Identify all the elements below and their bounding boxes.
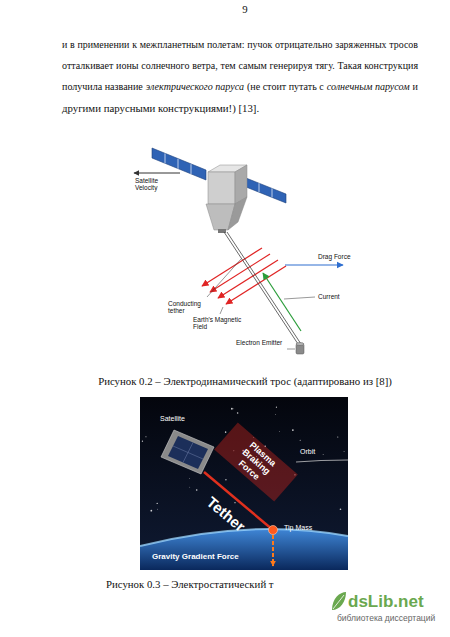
body-text-line: и в применении к межпланетным полетам: п… bbox=[62, 39, 418, 50]
current-arrow bbox=[263, 273, 301, 331]
watermark-ground bbox=[322, 588, 450, 637]
magnetic-field-arrow bbox=[202, 248, 262, 286]
star bbox=[340, 508, 342, 510]
leader-line bbox=[207, 259, 241, 297]
cubesat bbox=[161, 430, 214, 474]
star bbox=[225, 479, 226, 480]
earth bbox=[140, 529, 348, 570]
magnetic-field-arrow bbox=[210, 254, 270, 292]
cubesat-solar-cells bbox=[168, 436, 208, 469]
figure-label: Orbit bbox=[300, 448, 315, 456]
star bbox=[231, 408, 233, 410]
cell-grid bbox=[173, 446, 203, 459]
body-text-segment: и bbox=[413, 81, 418, 93]
figure-label: Satellite Velocity bbox=[135, 177, 171, 192]
star bbox=[157, 503, 158, 504]
star bbox=[292, 429, 294, 431]
solar-panel bbox=[152, 148, 206, 180]
body-text-line: отталкивает ионы солнечного ветра, тем с… bbox=[62, 60, 418, 72]
star bbox=[189, 486, 191, 488]
leader-line bbox=[220, 307, 223, 314]
tether-line bbox=[227, 232, 301, 344]
watermark-logo bbox=[333, 595, 344, 609]
star bbox=[189, 478, 191, 480]
tip-mass bbox=[269, 526, 278, 535]
body-text-italic: электрического паруса bbox=[146, 81, 244, 93]
tether-line bbox=[224, 232, 298, 344]
drag-force-arrow bbox=[285, 264, 343, 265]
magnetic-field-arrow bbox=[226, 266, 286, 304]
satellite-nozzle bbox=[218, 229, 226, 233]
star bbox=[196, 489, 198, 491]
figure-label: Gravity Gradient Force bbox=[152, 552, 239, 561]
figure-caption: Рисунок 0.3 – Электростатический т bbox=[106, 578, 274, 590]
figure-label: Satellite bbox=[160, 415, 185, 423]
stars bbox=[142, 407, 345, 512]
figure-caption: Рисунок 0.2 – Электродинамический трос (… bbox=[98, 375, 392, 387]
leader-line bbox=[287, 349, 295, 350]
star bbox=[276, 407, 277, 408]
star bbox=[300, 440, 301, 441]
watermark bbox=[322, 588, 450, 637]
body-text-segment: (не стоит путать с bbox=[247, 81, 324, 93]
watermark-logo bbox=[332, 592, 346, 610]
solar-panel bbox=[246, 178, 286, 203]
velocity-arrow bbox=[134, 173, 180, 174]
figure-label: Earth's Magnetic Field bbox=[193, 316, 249, 331]
star bbox=[142, 441, 143, 442]
star bbox=[237, 412, 239, 414]
magnetic-field-arrow bbox=[218, 260, 278, 298]
star bbox=[279, 431, 281, 433]
star bbox=[343, 451, 345, 453]
star bbox=[275, 413, 277, 415]
figure-label: Electron Emitter bbox=[236, 339, 282, 346]
panel-gap bbox=[178, 159, 179, 169]
body-text-segment: получила название bbox=[62, 81, 143, 93]
electrostatic-tether-figure bbox=[140, 397, 348, 570]
satellite-hopper bbox=[228, 197, 247, 230]
panel-gap bbox=[259, 183, 260, 192]
electrodynamic-tether-figure bbox=[134, 148, 343, 354]
panel-gap bbox=[272, 188, 273, 197]
star bbox=[233, 408, 235, 410]
panel-gap bbox=[165, 153, 166, 163]
gravity-gradient-arrow bbox=[272, 535, 274, 566]
atmosphere-glow bbox=[140, 529, 348, 546]
body-text-line: другими парусными конструкциями!) [13]. bbox=[62, 102, 259, 114]
panel-gap bbox=[191, 164, 192, 174]
orbit-line bbox=[296, 460, 348, 462]
figure-label: Conducting tether bbox=[168, 300, 208, 315]
star bbox=[234, 502, 235, 503]
page-number: 9 bbox=[242, 3, 247, 15]
star bbox=[225, 431, 227, 433]
star bbox=[145, 436, 146, 437]
satellite-body bbox=[208, 172, 235, 204]
star bbox=[322, 454, 324, 456]
star bbox=[337, 436, 338, 437]
star bbox=[156, 508, 158, 510]
figure-label: Tip Mass bbox=[284, 524, 312, 532]
electron-emitter bbox=[296, 343, 304, 346]
watermark-text: dsLib.net bbox=[348, 592, 424, 612]
star bbox=[150, 510, 152, 512]
watermark-text: библиотека диссертаций bbox=[337, 614, 435, 624]
figure-label: Current bbox=[318, 293, 340, 300]
leader-line bbox=[284, 297, 315, 299]
space-background bbox=[140, 397, 348, 570]
body-text-italic: солнечным парусом bbox=[327, 81, 410, 93]
figure-label: Drag Force bbox=[318, 253, 351, 260]
